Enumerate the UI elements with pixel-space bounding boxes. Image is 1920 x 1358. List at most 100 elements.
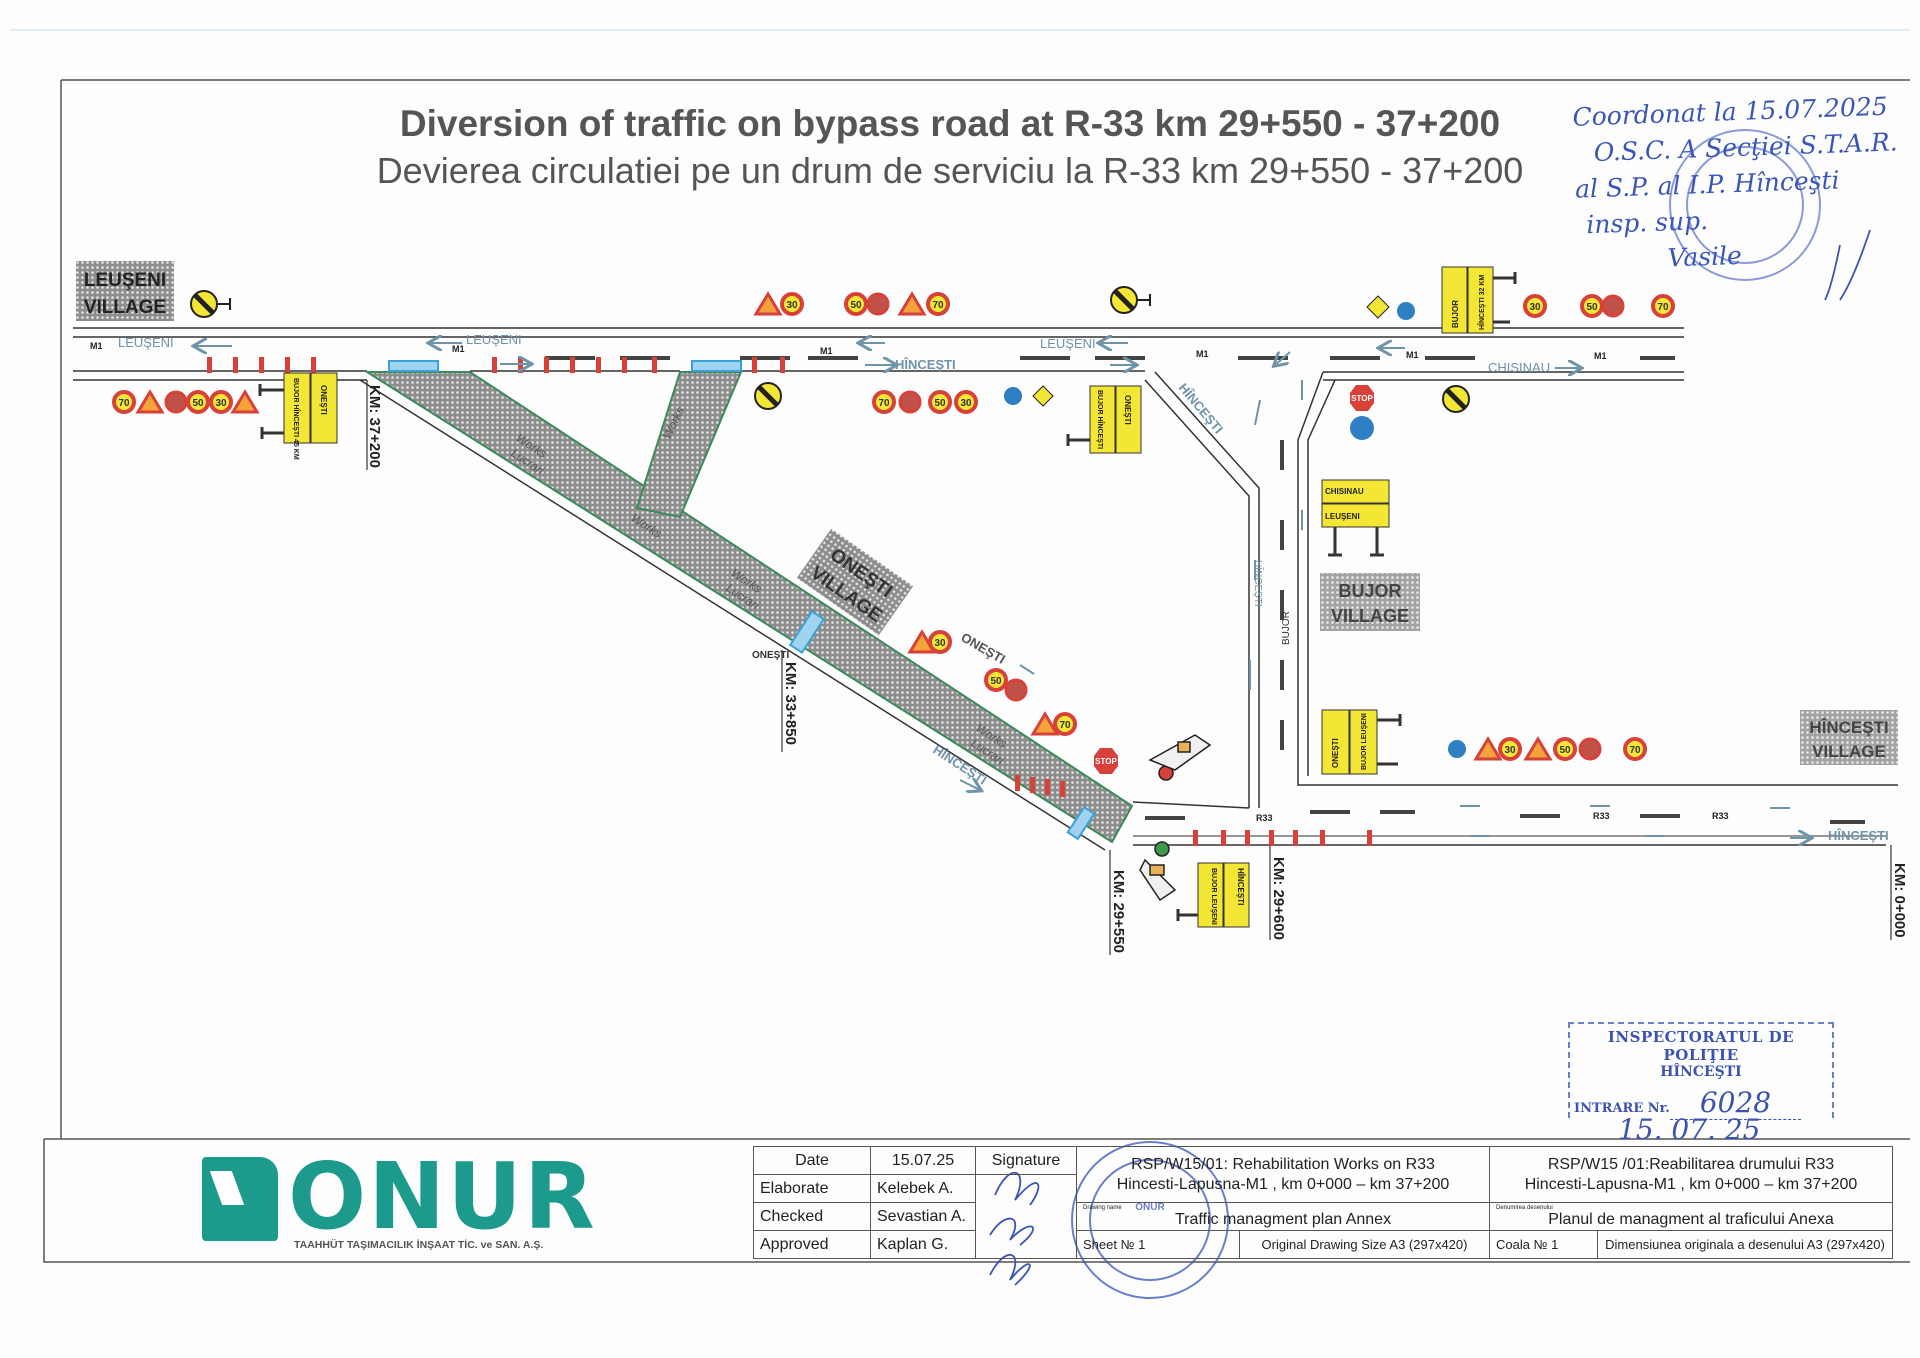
m1-road (73, 327, 1684, 381)
police-round-stamp (1669, 129, 1821, 281)
diagram-shape (1366, 295, 1390, 319)
title-romanian: Devierea circulatiei pe un drum de servi… (376, 150, 1524, 191)
diagram-label: 30 (1529, 302, 1541, 313)
diagram-shape (311, 357, 316, 373)
speed-limit-30-sign: 30 (954, 390, 978, 414)
stop-signs: STOP STOP (1094, 385, 1374, 774)
diagram-shape (1297, 371, 1898, 786)
diagram-shape (1045, 779, 1050, 795)
diagram-shape (780, 357, 785, 373)
diagram-label: 50 (192, 398, 204, 409)
drawing-frame (10, 29, 1910, 1263)
diagram-label: HÎNCEŞTI (1828, 828, 1889, 843)
diagram-shape (1350, 416, 1374, 440)
diagram-shape (1397, 302, 1415, 320)
speed-limit-30-sign: 30 (780, 292, 804, 316)
speed-limit-50-sign: 50 (844, 292, 868, 316)
stop-sign: STOP (1094, 748, 1118, 774)
logo-mark-icon (202, 1157, 278, 1241)
diagram-label: 30 (934, 638, 946, 649)
diagram-label: VILLAGE (84, 297, 166, 318)
diagram-label: 30 (215, 398, 227, 409)
diagram-shape (1321, 709, 1350, 775)
diagram-label: 50 (990, 676, 1002, 687)
diagram-shape (1669, 129, 1821, 281)
diagram-label: ONEŞTI (959, 630, 1008, 667)
diagram-label: R33 (1593, 811, 1610, 821)
diagram-label: HÎNCEŞTI (1809, 718, 1888, 737)
speed-limit-50-sign: 50 (1553, 737, 1577, 761)
diagram-shape (570, 357, 575, 373)
speed-limit-50-sign: 50 (984, 668, 1008, 692)
diagram-shape (691, 360, 742, 372)
blue-barriers (388, 360, 1096, 841)
diagram-shape (1223, 862, 1250, 928)
diagram-shape (1249, 352, 1303, 690)
end-restriction-icon (1442, 385, 1470, 413)
diagram-label: ONEŞTI (319, 385, 328, 415)
diagram-shape (1448, 740, 1466, 758)
diagram-shape (1320, 830, 1325, 846)
diagram-shape (1349, 709, 1378, 775)
barrier-posts (207, 357, 1372, 846)
drawing-name-label-ro: Denumirea desenului (1496, 1204, 1553, 1211)
diagram-label: 30 (1504, 745, 1516, 756)
diagram-label: KM: 33+850 (782, 662, 799, 745)
diagram-shape (897, 291, 927, 316)
title-english: Diversion of traffic on bypass road at R… (399, 103, 1501, 144)
diagram-label: 30 (786, 300, 798, 311)
diagram-shape (1094, 748, 1118, 774)
diagram-shape (1578, 737, 1602, 761)
mandatory-direction-signs (1004, 295, 1466, 758)
diagram-shape (283, 372, 311, 444)
speed-limit-70-sign: 70 (112, 390, 136, 414)
entry-date: 15. 07. 25 (1618, 1113, 1791, 1147)
diagram-shape (1066, 434, 1090, 446)
diagram-shape (1473, 736, 1503, 761)
diagram-shape (388, 360, 439, 372)
speed-limit-70-sign: 70 (1623, 737, 1647, 761)
diagram-label: VILLAGE (1331, 606, 1409, 626)
diagram-label: CHISINAU (1325, 487, 1364, 496)
diagram-label: M1 (452, 344, 465, 354)
speed-limit-50-sign: 50 (1580, 294, 1604, 318)
diagram-label: 70 (118, 398, 130, 409)
title-block: Date 15.07.25 Signature RSP/W15/01: Reha… (753, 1146, 1893, 1259)
diagram-shape (1467, 266, 1494, 334)
diagram-shape (1523, 294, 1547, 318)
diagram-shape (1493, 272, 1517, 324)
elaborate-value: Kelebek A. (870, 1174, 976, 1203)
diagram-label: KM: 0+000 (1891, 863, 1908, 938)
diagram-shape (1015, 775, 1020, 791)
diagram-shape (1651, 294, 1675, 318)
board-onesti-bujor-right: ONEŞTI BUJOR LEUŞENI (1321, 709, 1402, 775)
diagram-shape (1149, 864, 1165, 876)
signature-label: Signature (975, 1146, 1077, 1175)
approved-label: Approved (753, 1230, 871, 1259)
diagram-shape (796, 528, 914, 636)
diagram-shape (1177, 741, 1191, 753)
diagram-shape (1113, 289, 1135, 311)
diagram-label: KM: 29+550 (1110, 870, 1127, 953)
approved-value: Kaplan G. (870, 1230, 976, 1259)
diagram-shape (622, 357, 627, 373)
diagram-shape (1066, 805, 1096, 841)
speed-limit-70-sign: 70 (872, 390, 896, 414)
diagram-shape (1523, 736, 1553, 761)
diagram-label: STOP (1351, 394, 1373, 403)
diagram-shape (898, 390, 922, 414)
diagram-shape (1377, 714, 1402, 766)
diagram-shape (1824, 229, 1871, 301)
diagram-shape (544, 357, 549, 373)
speed-limit-30-sign: 30 (1523, 294, 1547, 318)
drawing-name-en: Traffic managment plan Annex (1174, 1210, 1392, 1228)
diagram-label: M1 (1196, 349, 1209, 359)
end-restriction-icon (1110, 286, 1151, 314)
elaborate-label: Elaborate (753, 1174, 871, 1203)
board-bujor-hincesti-top: BUJOR HÎNCEŞTI 32 KM (1441, 266, 1517, 334)
diagram-label: STOP (1095, 757, 1117, 766)
end-restriction-icon (190, 290, 231, 318)
diagram-shape (1623, 737, 1647, 761)
board-bujor-onesti-left: BUJOR HÎNCEŞTI 45 KM ONEŞTI (258, 372, 338, 460)
diagram-shape (1498, 737, 1522, 761)
